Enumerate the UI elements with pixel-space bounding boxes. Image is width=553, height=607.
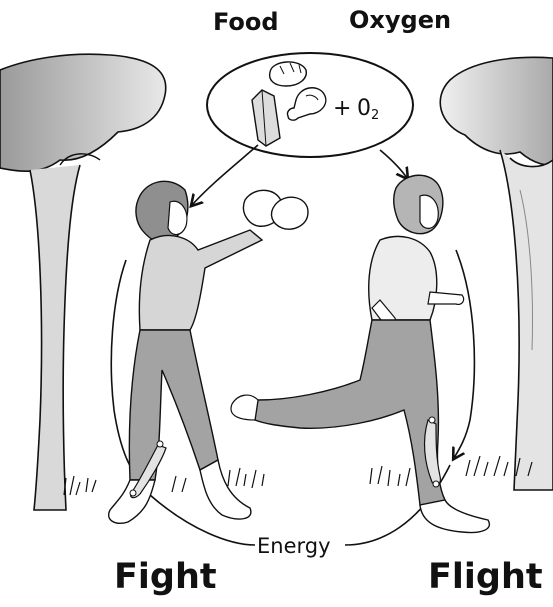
bread-icon xyxy=(270,62,307,86)
energy-base-curve xyxy=(150,465,450,545)
formula-plus: + xyxy=(333,96,351,121)
formula-subscript: 2 xyxy=(371,108,379,123)
fight-label: Fight xyxy=(114,557,217,597)
right-tree-icon xyxy=(440,57,553,490)
runner-figure xyxy=(231,175,489,532)
energy-label: Energy xyxy=(255,534,333,558)
fighter-figure xyxy=(109,181,308,523)
arrow-to-runner xyxy=(380,150,407,178)
energy-arrow-right xyxy=(454,250,474,458)
flight-label: Flight xyxy=(428,557,543,597)
oxygen-label: Oxygen xyxy=(349,6,451,34)
formula-oxygen: 0 xyxy=(357,96,371,121)
food-label: Food xyxy=(213,8,279,36)
